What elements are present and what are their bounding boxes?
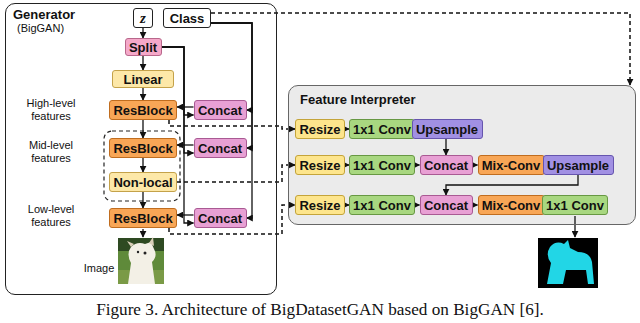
node-label: Resize bbox=[299, 158, 340, 173]
node-label: 1x1 Conv bbox=[353, 158, 411, 173]
node-label: Concat bbox=[424, 158, 468, 173]
node-label: Split bbox=[129, 40, 157, 55]
upsample-box: Upsample bbox=[543, 155, 614, 175]
conv-box: 1x1 Conv bbox=[349, 155, 415, 175]
node-label: z bbox=[140, 11, 146, 26]
concat-box: Concat bbox=[194, 100, 247, 120]
group-title: Feature Interpreter bbox=[300, 92, 624, 107]
conv-box: 1x1 Conv bbox=[542, 195, 608, 215]
resize-box: Resize bbox=[295, 195, 345, 215]
node-label: Linear bbox=[123, 72, 162, 87]
concat-box: Concat bbox=[420, 195, 473, 215]
class-input: Class bbox=[163, 8, 211, 28]
flow-connector bbox=[142, 158, 143, 172]
split-box: Split bbox=[125, 38, 162, 56]
node-label: ResBlock bbox=[113, 103, 172, 118]
conv-box: 1x1 Conv bbox=[349, 119, 415, 139]
interpreter-ground bbox=[289, 86, 636, 225]
feature-connector bbox=[177, 165, 295, 182]
node-label: Upsample bbox=[416, 122, 478, 137]
node-label: 1x1 Conv bbox=[353, 198, 411, 213]
feature-connector bbox=[211, 13, 630, 85]
node-label: Class bbox=[170, 11, 205, 26]
flow-connector bbox=[177, 214, 194, 215]
resblock-box: ResBlock bbox=[109, 138, 177, 158]
linear-box: Linear bbox=[112, 70, 174, 88]
node-label: Concat bbox=[198, 103, 242, 118]
node-label: 1x1 Conv bbox=[353, 122, 411, 137]
output-arrow bbox=[142, 229, 143, 237]
node-label: Concat bbox=[198, 211, 242, 226]
resblock-box: ResBlock bbox=[109, 100, 177, 120]
node-label: Mix-Conv bbox=[482, 198, 541, 213]
node-label: ResBlock bbox=[113, 211, 172, 226]
concat-box: Concat bbox=[194, 208, 247, 228]
flow-connector bbox=[473, 204, 478, 205]
resblock-box: ResBlock bbox=[109, 208, 177, 228]
node-label: Resize bbox=[299, 122, 340, 137]
figure-caption: Figure 3. Architecture of BigDatasetGAN … bbox=[0, 300, 640, 320]
flow-connector bbox=[142, 120, 143, 138]
image-label: Image bbox=[82, 262, 116, 275]
segmentation-mask bbox=[538, 238, 598, 288]
node-label: Resize bbox=[299, 198, 340, 213]
level-label: High-level features bbox=[12, 97, 90, 123]
flow-connector bbox=[142, 56, 143, 70]
node-label: ResBlock bbox=[113, 141, 172, 156]
mixconv-box: Mix-Conv bbox=[478, 155, 545, 175]
flow-connector bbox=[177, 106, 194, 107]
resize-box: Resize bbox=[295, 119, 345, 139]
upsample-box: Upsample bbox=[412, 119, 483, 139]
flow-connector bbox=[177, 144, 194, 145]
flow-connector bbox=[446, 175, 578, 195]
node-label: Mix-Conv bbox=[482, 158, 541, 173]
flow-connector bbox=[415, 204, 420, 205]
flow-connector bbox=[211, 23, 252, 148]
concat-box: Concat bbox=[194, 138, 247, 158]
flow-connector bbox=[211, 23, 252, 218]
mask-arrow bbox=[574, 216, 575, 237]
level-label: Mid-level features bbox=[12, 139, 90, 165]
node-label: Upsample bbox=[547, 158, 609, 173]
node-label: 1x1 Conv bbox=[546, 198, 604, 213]
mixconv-box: Mix-Conv bbox=[478, 195, 545, 215]
flow-connector bbox=[142, 28, 143, 38]
conv-box: 1x1 Conv bbox=[349, 195, 415, 215]
flow-connector bbox=[211, 23, 252, 110]
node-label: Concat bbox=[198, 141, 242, 156]
flow-connector bbox=[142, 88, 143, 100]
nonlocal-box: Non-local bbox=[109, 172, 177, 192]
resize-box: Resize bbox=[295, 155, 345, 175]
mid-level-bracket bbox=[104, 131, 180, 201]
dog-photo bbox=[118, 237, 164, 284]
level-label: Low-level features bbox=[12, 203, 90, 229]
latent-input: z bbox=[133, 8, 153, 28]
interpreter-group: Feature InterpreterResize1x1 ConvUpsampl… bbox=[288, 85, 636, 225]
flow-connector bbox=[415, 164, 420, 165]
node-label: Non-local bbox=[113, 175, 172, 190]
flow-connector bbox=[473, 164, 478, 165]
flow-connector bbox=[445, 139, 446, 155]
node-label: Concat bbox=[424, 198, 468, 213]
concat-box: Concat bbox=[420, 155, 473, 175]
flow-connector bbox=[142, 192, 143, 208]
